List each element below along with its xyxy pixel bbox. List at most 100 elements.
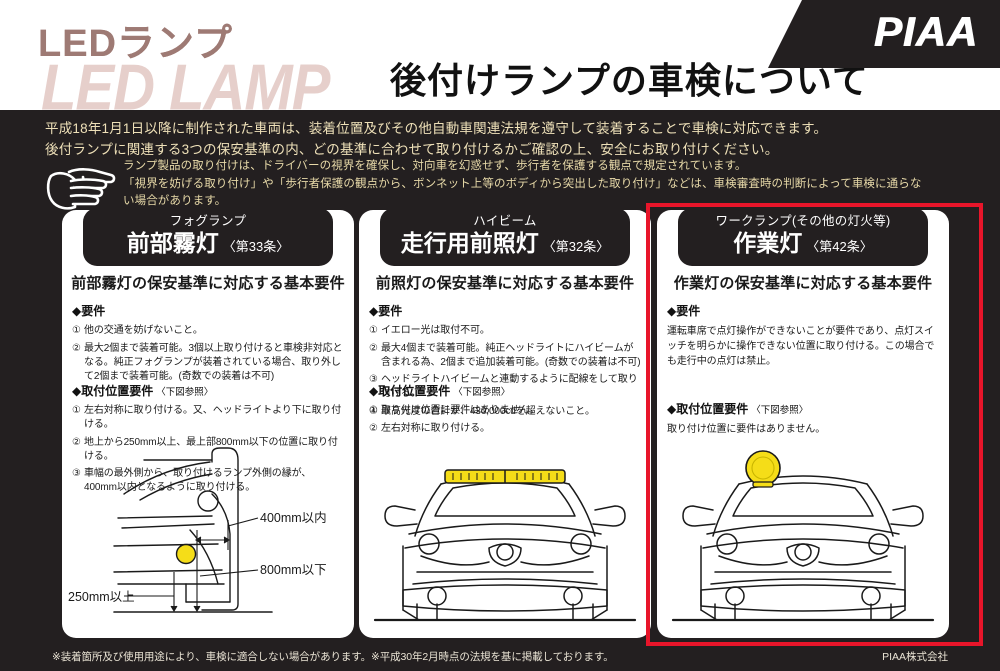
work-lamp-pill-sub: ワークランプ(その他の灯火等) [715,214,891,228]
work-lamp-req-text: 運転車席で点灯操作ができないことが要件であり、点灯スイッチを明らかに操作できない… [667,326,935,367]
fog-lamp-article: 〈第33条〉 [222,239,290,254]
column-fog-lamp[interactable]: フォグランプ 前部霧灯〈第33条〉 前部霧灯の保安基準に対応する基本要件 ◆要件… [62,210,354,638]
page-footer: ※装着箇所及び使用用途により、車検に適合しない場合があります。※平成30年2月時… [0,645,1000,671]
pos-heading-ref: 〈下図参照〉 [156,387,214,398]
fog-lamp-pill-main: 前部霧灯〈第33条〉 [83,229,333,261]
fog-lamp-title: 前部霧灯 [126,230,219,256]
column-work-lamp[interactable]: ワークランプ(その他の灯火等) 作業灯〈第42条〉 作業灯の保安基準に対応する基… [657,210,949,638]
intro-note-block: ランプ製品の取り付けは、ドライバーの視界を確保し、対向車を幻惑せず、歩行者を保護… [45,158,965,212]
roof-beacon-light [745,450,781,488]
pos-heading-ref: 〈下図参照〉 [453,387,511,398]
item-text: 最高光度の合計が、430,000cdを超えないこと。 [381,405,595,417]
work-lamp-title: 作業灯 [733,230,803,256]
intro-note-3: い場合があります。 [123,195,227,207]
intro-note-lines: ランプ製品の取り付けは、ドライバーの視界を確保し、対向車を幻惑せず、歩行者を保護… [123,158,921,211]
pointing-hand-icon [45,160,117,212]
high-beam-pill-sub: ハイビーム [473,214,537,228]
high-beam-article: 〈第32条〉 [542,239,610,254]
item-number: ③ [369,374,378,385]
item-number: ② [72,342,81,354]
item-text: 最大4個まで装着可能。純正ヘッドライトにハイビームが含まれる為、2個まで追加装着… [381,342,641,368]
item-number: ② [369,342,378,354]
work-lamp-pill-main: 作業灯〈第42条〉 [678,229,928,261]
work-lamp-pos-heading: ◆取付位置要件〈下図参照〉 [667,400,939,417]
item-number: ① [72,325,81,336]
item-text: ヘッドライトハイビームと連動するように配線をして取り付ける。 [381,374,638,399]
item-number: ② [72,436,81,448]
footer-disclaimer: ※装着箇所及び使用用途により、車検に適合しない場合があります。※平成30年2月時… [52,651,614,663]
work-lamp-position-requirements: ◆取付位置要件〈下図参照〉 取り付け位置に要件はありません。 [667,400,939,437]
item-number: ① [72,405,81,416]
pos-heading-text: ◆取付位置要件 [72,384,154,398]
fog-lamp-pos-heading: ◆取付位置要件〈下図参照〉 [72,382,344,399]
item-text: 左右対称に取り付ける。 [381,422,490,434]
content-board: 平成18年1月1日以降に制作された車両は、装着位置及びその他自動車関連法規を遵守… [0,110,1000,671]
work-lamp-pill: ワークランプ(その他の灯火等) 作業灯〈第42条〉 [678,210,928,266]
intro-line-1: 平成18年1月1日以降に制作された車両は、装着位置及びその他自動車関連法規を遵守… [45,121,828,136]
roof-light-bar [444,469,566,484]
item-number: ③ [72,468,81,479]
high-beam-pill: ハイビーム 走行用前照灯〈第32条〉 [380,210,630,266]
item-text: 車幅の最外側から、取り付けるランプ外側の縁が、400mm以内となるように取り付け… [84,468,312,493]
fog-lamp-req-heading: ◆要件 [72,304,106,318]
item-text: 取り付け位置に要件はありません。 [381,405,540,416]
item-text: 最大2個まで装着可能。3個以上取り付けると車検非対応となる。純正フォグランプが装… [84,342,343,382]
fog-lamp-illustration: 400mm以内 800mm以下 250mm以上 [62,434,354,634]
work-lamp-req-heading: ◆要件 [667,304,701,318]
pos-heading-ref: 〈下図参照〉 [751,405,809,416]
high-beam-subtitle: 前照灯の保安基準に対応する基本要件 [375,275,635,292]
item-text: 左右対称に取り付ける。又、ヘッドライトより下に取り付ける。 [84,405,342,430]
work-lamp-requirements: ◆要件 運転車席で点灯操作ができないことが要件であり、点灯スイッチを明らかに操作… [667,302,939,369]
item-number: ① [369,405,378,416]
footer-company-name: PIAA株式会社 [882,651,948,663]
page-header: LEDランプ LED LAMP 後付けランプの車検について PIAA [0,0,1000,110]
fog-lamp-subtitle: 前部霧灯の保安基準に対応する基本要件 [71,275,345,292]
work-lamp-illustration [657,444,949,634]
high-beam-pos-heading: ◆取付位置要件〈下図参照〉 [369,382,641,399]
piaa-brand-logo: PIAA [873,8,978,55]
intro-note-2: 「視界を妨げる取り付け」や「歩行者保護の観点から、ボンネット上等のボディから突出… [123,177,922,190]
item-text: 他の交通を妨げないこと。 [84,325,203,336]
work-lamp-pos-text: 取り付け位置に要件はありません。 [667,424,826,435]
work-lamp-article: 〈第42条〉 [806,239,873,254]
high-beam-title: 走行用前照灯 [400,230,539,256]
item-text: イエロー光は取付不可。 [381,325,490,336]
pos-heading-text: ◆取付位置要件 [667,402,749,416]
pos-heading-text: ◆取付位置要件 [369,384,451,398]
high-beam-illustration [359,444,651,634]
logo-english-text: LED LAMP [41,51,330,110]
high-beam-pill-main: 走行用前照灯〈第32条〉 [380,229,630,261]
item-text: 地上から250mm以上、最上部800mm以下の位置に取り付ける。 [84,436,338,462]
lamp-category-columns: フォグランプ 前部霧灯〈第33条〉 前部霧灯の保安基準に対応する基本要件 ◆要件… [0,210,1000,640]
fog-lamp-marker [175,543,197,565]
intro-note-1: ランプ製品の取り付けは、ドライバーの視界を確保し、対向車を幻惑せず、歩行者を保護… [123,160,747,172]
column-high-beam[interactable]: ハイビーム 走行用前照灯〈第32条〉 前照灯の保安基準に対応する基本要件 ◆要件… [359,210,651,638]
dimension-label-250mm: 250mm以上 [68,590,135,604]
item-number: ② [369,422,378,434]
piaa-badge-shape [768,0,1000,68]
intro-line-2: 後付ランプに関連する3つの保安基準の内、どの基準に合わせて取り付けるかご確認の上… [45,142,779,157]
led-lamp-logo: LEDランプ LED LAMP [38,12,388,110]
item-number: ① [369,325,378,336]
high-beam-req-heading: ◆要件 [369,304,403,318]
dimension-label-800mm: 800mm以下 [260,563,327,577]
logo-japanese-text: LEDランプ [38,23,233,65]
intro-banner: 平成18年1月1日以降に制作された車両は、装着位置及びその他自動車関連法規を遵守… [45,118,965,160]
dimension-label-400mm: 400mm以内 [260,511,327,525]
